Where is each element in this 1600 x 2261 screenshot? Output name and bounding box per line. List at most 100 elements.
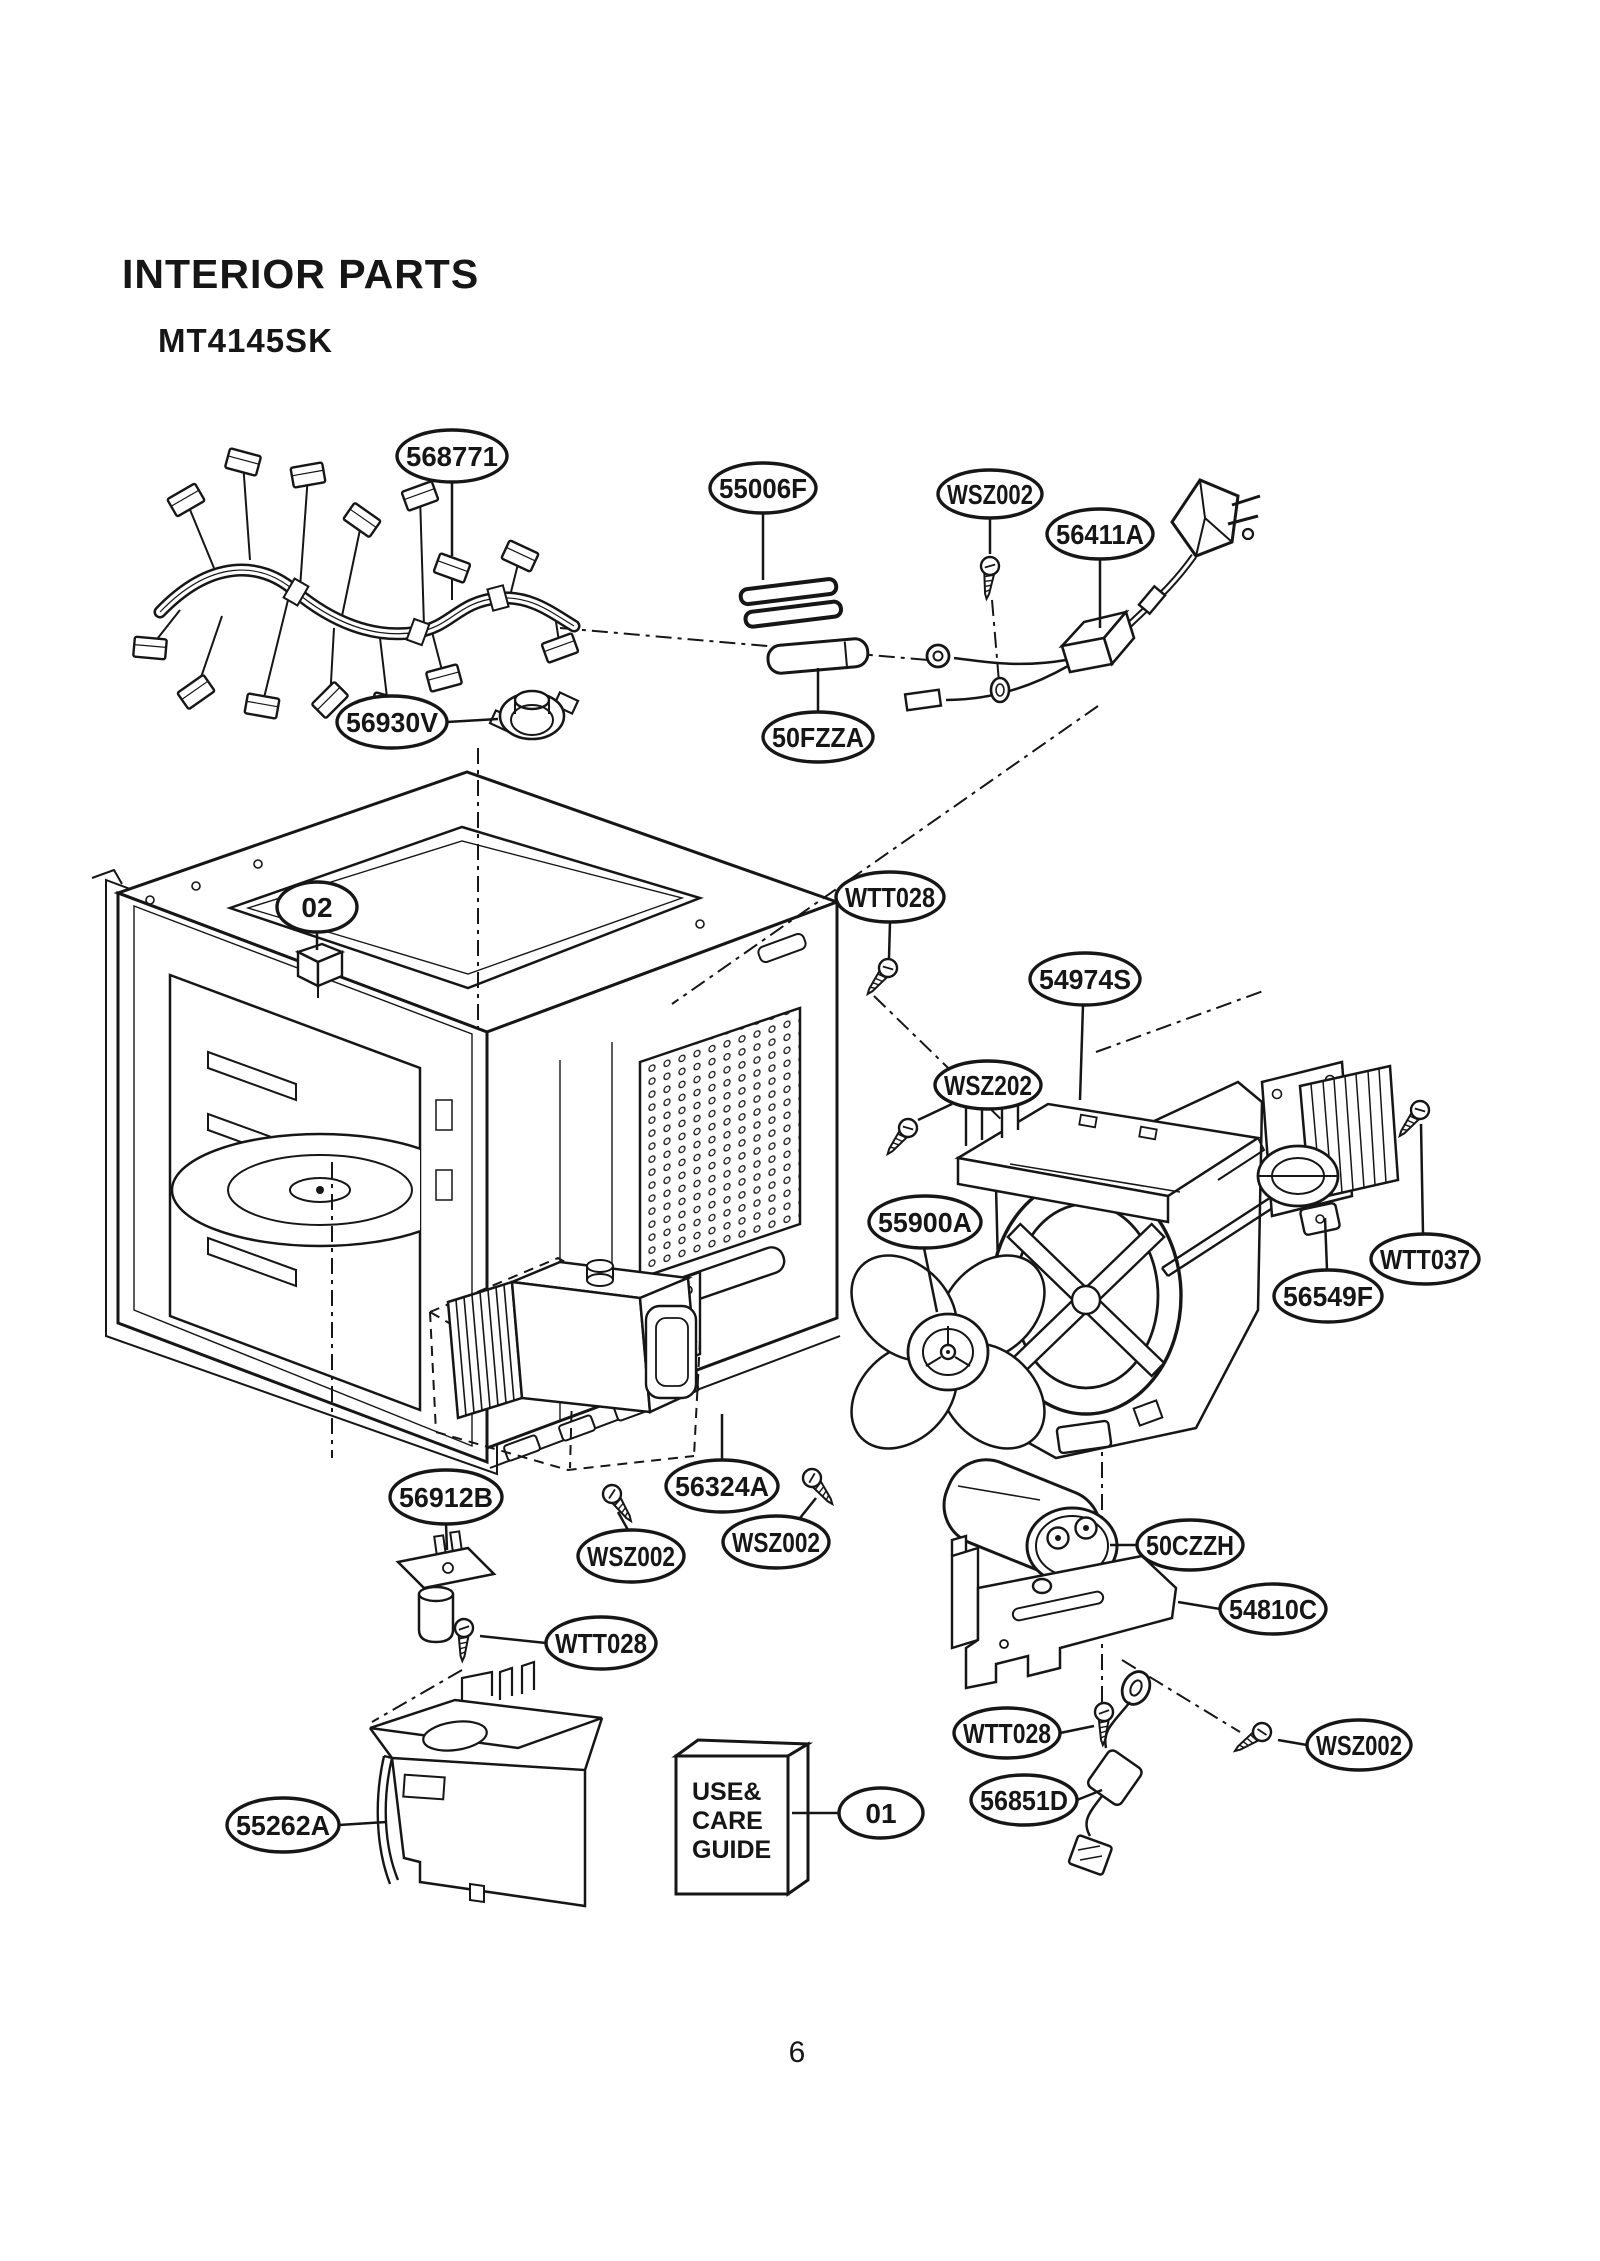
label-oval bbox=[395, 428, 509, 484]
label-text: 56549F bbox=[1283, 1281, 1373, 1312]
leader-line bbox=[1419, 1123, 1425, 1235]
leader-line bbox=[922, 1247, 939, 1313]
part-label-56411A: 56411A bbox=[1045, 507, 1155, 628]
label-text: WSZ002 bbox=[732, 1527, 820, 1558]
label-text: 54974S bbox=[1039, 964, 1131, 995]
label-text: WTT028 bbox=[555, 1628, 647, 1659]
label-text: 56851D bbox=[980, 1785, 1068, 1816]
fan-motor bbox=[1161, 1060, 1400, 1278]
label-oval bbox=[1028, 951, 1142, 1007]
guide-text-line3: GUIDE bbox=[692, 1836, 771, 1864]
part-label-54810C: 54810C bbox=[1177, 1582, 1328, 1636]
leader-line bbox=[616, 1511, 630, 1531]
page-title: INTERIOR PARTS bbox=[122, 251, 479, 297]
label-oval bbox=[952, 1706, 1062, 1760]
screw-WSZ002 bbox=[1228, 1718, 1276, 1760]
leader-line bbox=[1277, 1738, 1308, 1747]
label-oval bbox=[867, 1194, 983, 1250]
screw-WTT028 bbox=[859, 954, 902, 1001]
label-text: WSZ002 bbox=[587, 1541, 675, 1572]
lamp-bulb bbox=[417, 1594, 455, 1644]
part-label-56324A: 56324A bbox=[664, 1414, 780, 1514]
label-text: 56411A bbox=[1056, 519, 1144, 550]
leader-line bbox=[444, 1523, 449, 1551]
page-number: 6 bbox=[789, 2036, 806, 2069]
leader-line bbox=[1323, 1217, 1329, 1271]
part-label-WSZ002-top: WSZ002 bbox=[936, 468, 1044, 554]
leader-line bbox=[917, 1102, 953, 1122]
magnetron bbox=[427, 1256, 703, 1472]
wire-harness bbox=[131, 446, 581, 722]
part-label-WSZ002-mid-right: WSZ002 bbox=[721, 1497, 831, 1570]
label-text: 56912B bbox=[399, 1482, 493, 1513]
guide-text-line2: CARE bbox=[692, 1807, 763, 1835]
label-text: 02 bbox=[301, 892, 332, 923]
turntable bbox=[170, 1050, 420, 1288]
label-text: WTT028 bbox=[845, 882, 935, 913]
fuse-holder-clips bbox=[738, 577, 844, 629]
power-cord-assembly bbox=[903, 478, 1261, 712]
label-text: WSZ202 bbox=[944, 1070, 1032, 1101]
part-label-54974S: 54974S bbox=[1028, 951, 1142, 1101]
part-label-50FZZA: 50FZZA bbox=[761, 668, 875, 764]
guide-text-line1: USE& bbox=[692, 1778, 761, 1806]
leader-line bbox=[1177, 1600, 1221, 1611]
label-oval bbox=[761, 710, 875, 764]
magnetron-dome bbox=[644, 1304, 698, 1400]
label-oval bbox=[834, 870, 946, 924]
ring-terminal bbox=[925, 643, 951, 669]
label-oval bbox=[933, 1059, 1043, 1111]
leader-line bbox=[1076, 1788, 1103, 1802]
thermostat bbox=[488, 689, 580, 741]
part-label-55262A: 55262A bbox=[225, 1796, 387, 1854]
label-oval bbox=[969, 1773, 1079, 1827]
label-text: WTT028 bbox=[963, 1718, 1051, 1749]
capacitor-mounting-bracket bbox=[950, 1534, 1178, 1690]
cord-strain-relief bbox=[1060, 636, 1114, 674]
label-oval bbox=[1045, 507, 1155, 561]
label-oval bbox=[837, 1786, 925, 1840]
label-text: 55006F bbox=[719, 473, 807, 504]
part-label-55900A: 55900A bbox=[867, 1194, 983, 1313]
part-label-WSZ002-mid-left: WSZ002 bbox=[576, 1511, 686, 1584]
label-text: 50FZZA bbox=[772, 722, 864, 753]
leader-line bbox=[446, 717, 499, 724]
label-oval bbox=[1272, 1268, 1384, 1324]
leader-line bbox=[1078, 1004, 1085, 1101]
leader-line bbox=[338, 1820, 387, 1827]
hv-capacitor bbox=[942, 1458, 1119, 1586]
part-label-56930V: 56930V bbox=[335, 694, 499, 750]
part-label-568771: 568771 bbox=[395, 428, 509, 556]
part-label-56912B: 56912B bbox=[388, 1468, 504, 1551]
label-oval bbox=[388, 1468, 504, 1526]
screw-WSZ002 bbox=[798, 1464, 841, 1511]
label-oval bbox=[335, 694, 449, 750]
label-text: 50CZZH bbox=[1146, 1530, 1234, 1561]
air-duct bbox=[368, 1660, 604, 1908]
leader-line bbox=[1059, 1724, 1095, 1735]
label-text: WSZ002 bbox=[1316, 1730, 1402, 1761]
part-label-55006F: 55006F bbox=[708, 461, 818, 580]
label-text: WTT037 bbox=[1380, 1244, 1470, 1275]
part-label-02: 02 bbox=[275, 880, 359, 950]
use-care-guide-book: USE& CARE GUIDE bbox=[671, 1738, 814, 1897]
air-guide-bracket bbox=[954, 1080, 1266, 1224]
label-oval bbox=[721, 1514, 831, 1570]
label-oval bbox=[1369, 1232, 1481, 1286]
part-label-50CZZH: 50CZZH bbox=[1110, 1518, 1245, 1572]
motor-shaft bbox=[1161, 1188, 1289, 1278]
part-label-WSZ202: WSZ202 bbox=[917, 1059, 1043, 1122]
part-label-56549F: 56549F bbox=[1272, 1217, 1384, 1324]
label-text: 56324A bbox=[675, 1471, 769, 1502]
part-label-WSZ002-bottom: WSZ002 bbox=[1277, 1718, 1413, 1772]
label-text: 01 bbox=[865, 1798, 896, 1829]
label-text: 55900A bbox=[878, 1207, 972, 1238]
screw-WSZ002 bbox=[976, 554, 1002, 601]
part-label-01: 01 bbox=[792, 1786, 925, 1840]
label-oval bbox=[664, 1458, 780, 1514]
label-text: 56930V bbox=[346, 707, 438, 738]
part-label-WTT037: WTT037 bbox=[1369, 1123, 1481, 1286]
part-label-56851D: 56851D bbox=[969, 1773, 1103, 1827]
turntable-coupler bbox=[294, 942, 346, 998]
